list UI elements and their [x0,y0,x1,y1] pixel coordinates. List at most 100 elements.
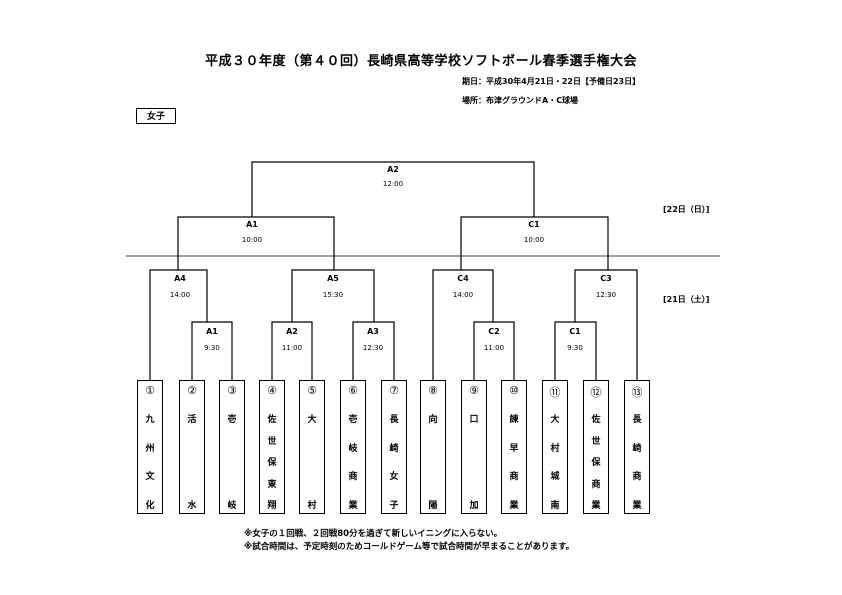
team-box: ⑩ 諫早商業 [501,380,527,514]
team-seed-number: ⑥ [348,384,358,397]
team-name-char: 大 [550,415,560,425]
match-r1-c2-label: C2 [488,327,500,336]
match-r1-c2-time: 11:00 [483,344,505,352]
match-final-time: 12:00 [382,180,404,188]
match-semi-c-label: C1 [528,220,540,229]
day-label-22: [22日（日）] [663,205,710,214]
team-name-char: 商 [509,472,519,483]
match-qf-a5-time: 15:30 [322,291,344,299]
team-name-char: 世 [267,436,277,447]
r1-c2-bracket-line [473,321,515,380]
team-name-char: 翔 [267,501,277,511]
match-qf-c3-label: C3 [600,274,612,283]
note-line-2: ※試合時間は、予定時刻のためコールドゲーム等で試合時間が早まることがあります。 [244,542,575,552]
date-info: 期日：平成30年4月21日・22日【予備日23日】 [462,77,641,86]
team-name-char: 商 [348,472,358,483]
team-seed-number: ⑤ [307,384,317,397]
match-qf-a4-time: 14:00 [169,291,191,299]
r1-a2-bracket-line [271,321,313,380]
team-box: ③ 壱岐 [219,380,245,514]
team-name: 長崎女子 [382,415,406,511]
team-name: 壱岐 [220,415,244,511]
team-seed-number: ⑦ [389,384,399,397]
team-seed-number: ⑪ [549,386,561,399]
match-qf-a5-label: A5 [327,274,339,283]
team-name: 九州文化 [138,415,162,511]
team-name: 大村城南 [543,415,567,511]
team-name-char: 村 [307,501,317,511]
team-name-char: 加 [469,501,479,511]
team-name-char: 佐 [591,415,601,425]
team-name-char: 向 [428,415,438,425]
team-name: 口加 [462,415,486,511]
team-name-char: 大 [307,415,317,425]
qf-a4-bracket-line [149,269,208,380]
team-name-char: 水 [187,501,197,511]
team-seed-number: ⑧ [428,384,438,397]
team-seed-number: ④ [267,384,277,397]
match-semi-a-time: 10:00 [241,236,263,244]
team-name-char: 岐 [348,443,358,454]
team-name-char: 南 [550,500,560,511]
match-r1-c1-time: 9:30 [567,344,583,352]
team-name-char: 保 [267,458,277,468]
team-name: 活水 [180,415,204,511]
qf-c3-bracket-line [574,269,638,380]
qf-a5-bracket-line [291,269,375,322]
match-final-label: A2 [387,165,399,174]
team-name-char: 化 [145,500,155,511]
page-title: 平成３０年度（第４０回）長崎県高等学校ソフトボール春季選手権大会 [204,54,637,69]
team-name-char: 口 [469,415,479,425]
team-name: 向陽 [421,415,445,511]
team-name-char: 長 [632,415,642,425]
r1-a1-bracket-line [191,321,233,380]
match-semi-c-time: 10:00 [523,236,545,244]
team-name-char: 業 [632,500,642,511]
match-r1-a3-time: 12:30 [362,344,384,352]
team-seed-number: ⑩ [509,384,519,397]
final-bracket-line [251,161,535,190]
team-name-char: 城 [550,472,560,483]
team-name-char: 九 [145,415,155,425]
qf-c4-bracket-line [432,269,494,380]
team-name-char: 業 [591,501,601,511]
team-name: 壱岐商業 [341,415,365,511]
team-seed-number: ⑫ [590,386,602,399]
team-name-char: 壱 [227,415,237,425]
match-qf-c4-label: C4 [457,274,469,283]
r1-c1-bracket-line [554,321,597,380]
match-semi-a-label: A1 [246,220,258,229]
team-name: 大村 [300,415,324,511]
day-label-21: [21日（土）] [663,295,710,304]
team-name-char: 文 [145,472,155,483]
team-box: ① 九州文化 [137,380,163,514]
team-seed-number: ⑨ [469,384,479,397]
team-name: 佐世保東翔 [260,415,284,511]
team-name-char: 保 [591,458,601,468]
team-name-char: 子 [389,500,399,511]
team-seed-number: ⑬ [631,386,643,399]
team-seed-number: ③ [227,384,237,397]
team-name-char: 女 [389,472,399,483]
team-name-char: 早 [509,443,519,454]
division-label: 女子 [136,108,176,124]
match-r1-a1-label: A1 [206,327,218,336]
team-name-char: 業 [509,500,519,511]
match-r1-a2-time: 11:00 [281,344,303,352]
team-name-char: 州 [145,443,155,454]
note-line-1: ※女子の１回戦、２回戦80分を過ぎて新しいイニングに入らない。 [244,529,503,539]
team-name-char: 諫 [509,415,519,425]
team-name-char: 崎 [632,443,642,454]
team-name-char: 陽 [428,501,438,511]
team-seed-number: ① [145,384,155,397]
